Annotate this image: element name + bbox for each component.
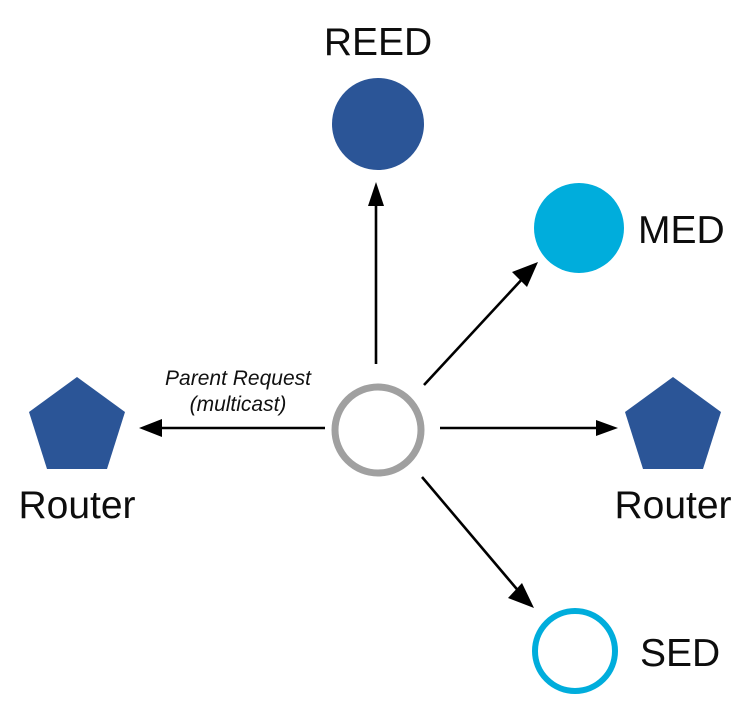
node-center-device[interactable]: [331, 383, 425, 477]
router-right-pentagon-icon[interactable]: [625, 377, 721, 469]
node-sed[interactable]: SED: [532, 608, 720, 694]
node-med[interactable]: MED: [534, 183, 725, 273]
edge-label-line-1: Parent Request: [165, 367, 312, 390]
edge-to-med-line: [423, 275, 526, 386]
router-left-pentagon-icon[interactable]: [29, 377, 125, 469]
edge-to-router-right-arrowhead: [596, 420, 618, 436]
center-device-circle-icon[interactable]: [331, 383, 425, 477]
router-right-label: Router: [614, 484, 731, 527]
edge-to-sed-arrowhead: [508, 583, 534, 608]
node-router-right[interactable]: Router: [614, 377, 732, 527]
node-reed[interactable]: REED: [324, 21, 432, 170]
router-left-label: Router: [18, 484, 135, 527]
edge-to-med: [423, 262, 538, 386]
edge-label-parent-request: Parent Request (multicast): [165, 367, 312, 416]
edge-to-reed: [368, 182, 384, 364]
sed-label: SED: [640, 632, 720, 675]
edge-label-line-2: (multicast): [190, 393, 287, 416]
edge-to-reed-arrowhead: [368, 182, 384, 206]
edge-to-sed: [421, 476, 534, 608]
sed-circle-icon[interactable]: [532, 608, 618, 694]
edge-to-router-left-arrowhead: [139, 419, 162, 437]
edge-to-router-left: [139, 419, 325, 437]
edge-to-router-right: [440, 420, 618, 436]
med-label: MED: [638, 209, 725, 252]
edge-to-sed-line: [421, 476, 522, 595]
reed-circle-icon[interactable]: [332, 78, 424, 170]
node-router-left[interactable]: Router: [18, 377, 136, 527]
reed-label: REED: [324, 21, 432, 64]
edge-to-med-arrowhead: [512, 262, 538, 287]
med-circle-icon[interactable]: [534, 183, 624, 273]
